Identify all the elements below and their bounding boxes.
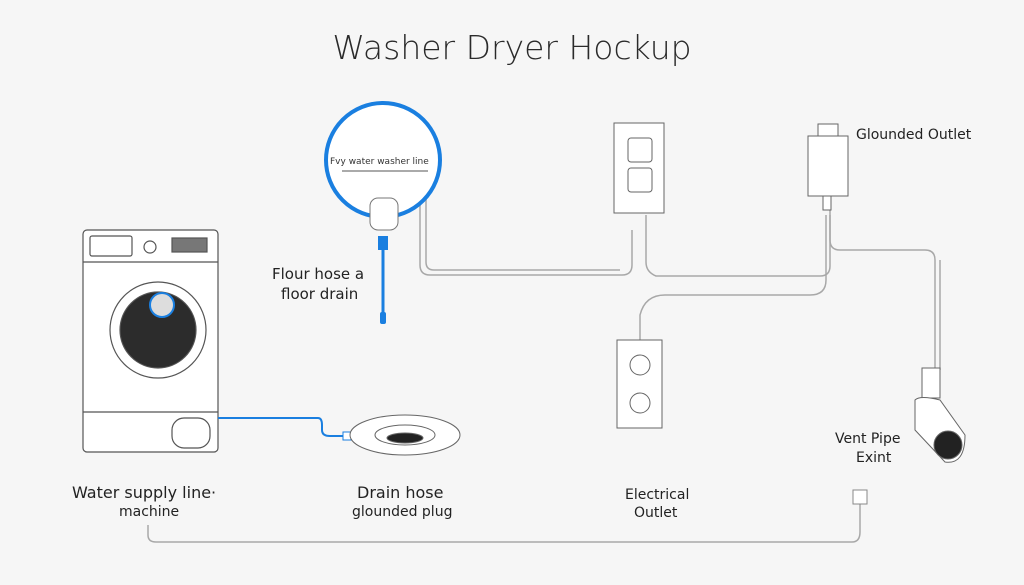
- water-line-magnifier: [324, 101, 442, 324]
- vent-pipe: [914, 367, 966, 463]
- floor-hose-label-2: floor drain: [281, 285, 359, 303]
- electrical-outlet-label-1: Electrical: [625, 487, 690, 503]
- pipe-circle-to-outlet: [419, 195, 633, 276]
- pipe-outlet-to-grounded: [645, 210, 831, 277]
- vent-pipe-label-2: Exint: [856, 450, 892, 466]
- water-supply-label-1: Water supply line·: [72, 483, 217, 502]
- wall-outlet-top: [613, 122, 665, 214]
- drain-hose-label-2: glounded plug: [352, 504, 453, 520]
- pipe-to-vent: [829, 215, 936, 370]
- drain-hose-label-1: Drain hose: [357, 483, 444, 502]
- diagram-title: Washer Dryer Hockup: [332, 28, 692, 67]
- washing-machine: [82, 229, 219, 453]
- conduit-fitting: [852, 489, 868, 505]
- grounded-outlet-box: [807, 123, 849, 211]
- floor-drain: [349, 414, 461, 456]
- floor-hose-label-1: Flour hose a: [272, 265, 365, 283]
- bottom-conduit: [147, 500, 861, 543]
- electrical-outlet-label-2: Outlet: [634, 505, 678, 521]
- water-supply-hose: [218, 417, 345, 437]
- vent-pipe-label-1: Vent Pipe: [835, 431, 901, 447]
- grounded-outlet-label: Glounded Outlet: [856, 127, 972, 143]
- water-supply-label-2: machine: [119, 504, 180, 520]
- circle-label: Fvy water washer line: [330, 157, 429, 167]
- electrical-outlet: [616, 339, 663, 429]
- pipe-to-lower-outlet: [639, 215, 827, 340]
